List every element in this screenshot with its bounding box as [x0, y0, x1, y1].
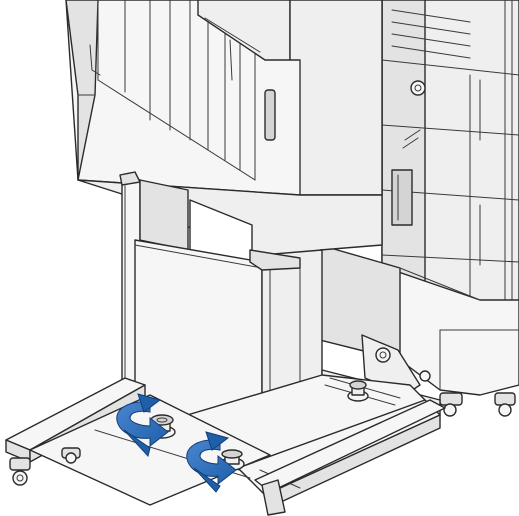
knob-icon — [410, 80, 426, 96]
rear-printer-icon — [381, 0, 519, 331]
screw-icon — [375, 347, 391, 363]
caster-icon — [439, 392, 463, 417]
caster-icon — [494, 392, 516, 417]
handle-icon — [264, 89, 276, 141]
base-frame-icon — [5, 369, 446, 516]
rotate-arrow-icon — [116, 393, 169, 458]
rotate-arrow-icon — [186, 431, 237, 493]
printer-icon — [65, 0, 383, 196]
screw-icon — [419, 370, 431, 382]
caster-icon — [61, 447, 81, 464]
rear-stand-icon — [319, 244, 519, 417]
leveling-foot-icon — [347, 380, 369, 402]
caster-icon — [9, 457, 31, 486]
